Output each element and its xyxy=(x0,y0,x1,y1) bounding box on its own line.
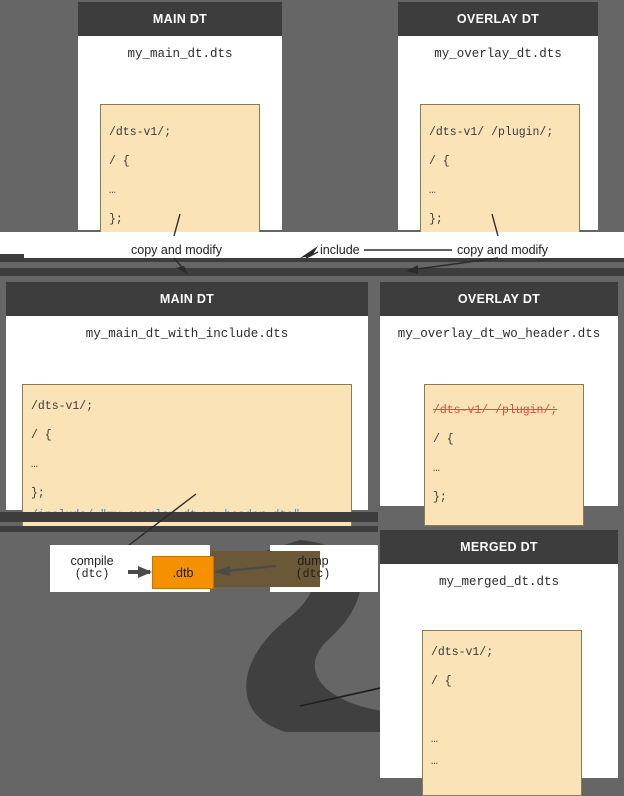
code-line: }; xyxy=(109,213,123,226)
connector-strip-2 xyxy=(24,236,624,258)
code-line-ellipsis: … xyxy=(429,184,437,197)
code-block-overlay-dt-row1: /dts-v1/ /plugin/; / { … }; xyxy=(420,104,580,250)
code-spacer xyxy=(423,705,581,734)
dump-text: dump xyxy=(297,554,329,568)
code-block-overlay-dt-row2: /dts-v1/ /plugin/; / { … }; xyxy=(424,384,584,526)
filename-my-overlay-dt-wo-header: my_overlay_dt_wo_header.dts xyxy=(397,327,601,341)
code-line: }; xyxy=(429,213,443,226)
code-line-ellipsis: … xyxy=(31,458,39,471)
code-line: / { xyxy=(431,675,452,688)
panel-overlay-dt-row1: OVERLAY DT my_overlay_dt.dts /dts-v1/ /p… xyxy=(398,2,598,250)
panel-header-merged-dt: MERGED DT xyxy=(380,530,618,564)
code-line: / { xyxy=(31,429,52,442)
panel-header-main-dt-row2: MAIN DT xyxy=(6,282,368,316)
filename-my-overlay-dt: my_overlay_dt.dts xyxy=(434,47,562,61)
code-line-ellipsis: … xyxy=(431,755,439,768)
code-spacer-2 xyxy=(423,778,581,795)
filename-my-main-dt-with-include: my_main_dt_with_include.dts xyxy=(85,327,289,341)
panel-header-overlay-dt-row2: OVERLAY DT xyxy=(380,282,618,316)
code-line: /dts-v1/; xyxy=(431,646,494,659)
dump-tool: (dtc) xyxy=(295,568,331,581)
dump-label: dump (dtc) xyxy=(278,554,348,582)
panel-body-overlay-dt-row2: my_overlay_dt_wo_header.dts /dts-v1/ /pl… xyxy=(380,316,618,526)
compile-text: compile xyxy=(70,554,114,568)
panel-main-dt-row2: MAIN DT my_main_dt_with_include.dts /dts… xyxy=(6,282,368,528)
compile-tool: (dtc) xyxy=(74,568,110,581)
filename-my-merged-dt: my_merged_dt.dts xyxy=(438,575,560,589)
code-line: / { xyxy=(429,155,450,168)
panel-body-main-dt-row2: my_main_dt_with_include.dts /dts-v1/; / … xyxy=(6,316,368,528)
panel-header-main-dt-row1: MAIN DT xyxy=(78,2,282,36)
panel-body-main-dt-row1: my_main_dt.dts /dts-v1/; / { … }; xyxy=(78,36,282,250)
code-line: / { xyxy=(109,155,130,168)
row1-band-bottom xyxy=(0,268,624,276)
code-block-main-dt-row1: /dts-v1/; / { … }; xyxy=(100,104,260,250)
panel-main-dt-row1: MAIN DT my_main_dt.dts /dts-v1/; / { … }… xyxy=(78,2,282,250)
label-copy-and-modify-right: copy and modify xyxy=(457,243,549,257)
code-line-ellipsis: … xyxy=(433,462,441,475)
code-line-ellipsis: … xyxy=(109,184,117,197)
dtb-artifact-box[interactable]: .dtb xyxy=(152,556,214,589)
panel-overlay-dt-row2: OVERLAY DT my_overlay_dt_wo_header.dts /… xyxy=(380,282,618,526)
code-line: / { xyxy=(433,433,454,446)
label-copy-and-modify-left: copy and modify xyxy=(131,243,223,257)
code-line: /dts-v1/ /plugin/; xyxy=(429,126,554,139)
code-line: }; xyxy=(433,491,447,504)
code-line: /dts-v1/; xyxy=(109,126,172,139)
label-include: include xyxy=(320,243,360,257)
panel-body-merged-dt: my_merged_dt.dts /dts-v1/; / { … … }; xyxy=(380,564,618,796)
panel-merged-dt: MERGED DT my_merged_dt.dts /dts-v1/; / {… xyxy=(380,530,618,796)
row2-band-bottom-right xyxy=(0,526,378,532)
code-line: /dts-v1/; xyxy=(31,400,94,413)
code-line-ellipsis: … xyxy=(431,733,439,746)
row2-band-bottom xyxy=(0,512,378,522)
code-line-struck: /dts-v1/ /plugin/; xyxy=(433,404,558,417)
dtb-label: .dtb xyxy=(172,566,194,580)
filename-my-main-dt: my_main_dt.dts xyxy=(127,47,233,61)
panel-header-overlay-dt-row1: OVERLAY DT xyxy=(398,2,598,36)
code-block-main-dt-row2: /dts-v1/; / { … }; /include/ "my_overlay… xyxy=(22,384,352,528)
code-line: }; xyxy=(31,487,45,500)
panel-body-overlay-dt-row1: my_overlay_dt.dts /dts-v1/ /plugin/; / {… xyxy=(398,36,598,250)
compile-label: compile (dtc) xyxy=(56,554,128,582)
code-block-merged-dt: /dts-v1/; / { … … }; xyxy=(422,630,582,796)
